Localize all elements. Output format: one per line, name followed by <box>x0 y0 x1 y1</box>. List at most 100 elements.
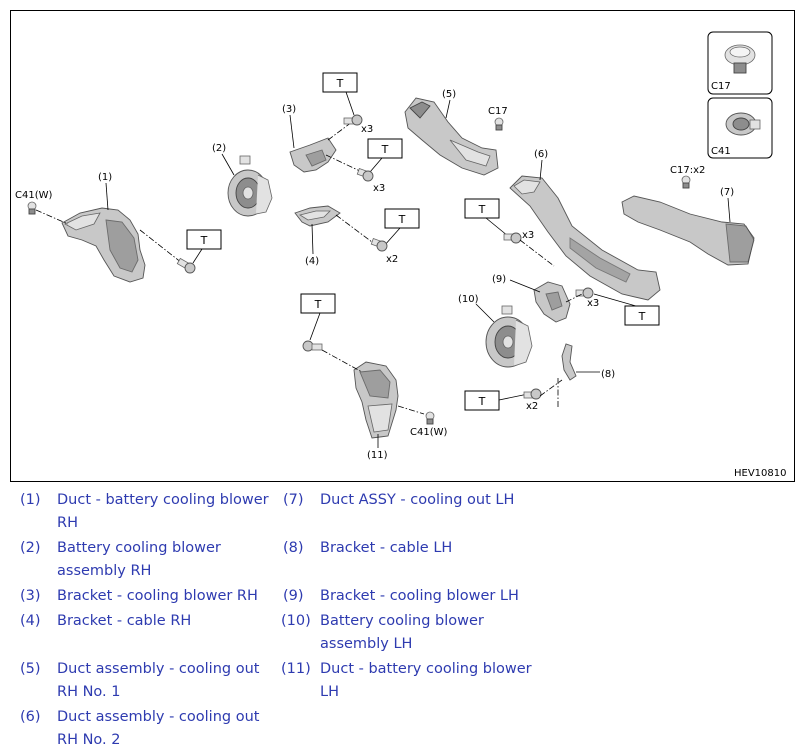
part-3-bracket-blower-rh <box>289 137 337 173</box>
torque-box-8 <box>300 293 336 314</box>
qty-label-3a: x3 <box>361 124 373 135</box>
legend-text: Bracket - cable RH <box>57 613 192 629</box>
diagram-canvas: C17 C41 (1) C41(W) T (2) <box>10 10 795 482</box>
legend-text: Bracket - cable LH <box>320 540 453 556</box>
qty-label-2a: x2 <box>386 254 398 265</box>
torque-box-6 <box>624 305 660 326</box>
torque-box-7 <box>464 390 500 411</box>
clip-label-c41w-left: C41(W) <box>15 190 52 201</box>
part-2-blower-assembly-rh <box>227 155 273 217</box>
callout-4: (4) <box>305 256 319 267</box>
legend-text: Duct ASSY - cooling out LH <box>320 492 515 508</box>
legend-num: (2) <box>20 540 41 556</box>
part-6-duct-cooling-out-rh-2 <box>509 175 661 301</box>
part-4-bracket-cable-rh <box>294 205 341 227</box>
torque-box-2 <box>322 72 358 93</box>
legend-item-7: (7) Duct ASSY - cooling out LH <box>283 489 543 512</box>
bolt-4 <box>370 237 388 252</box>
part-10-blower-assembly-lh <box>485 305 533 368</box>
torque-label-1: T <box>200 234 208 247</box>
inset-c17-label: C17 <box>711 81 731 92</box>
inset-c41-label: C41 <box>711 146 731 157</box>
legend-num: (7) <box>283 492 304 508</box>
clip-c41-left <box>27 201 37 215</box>
part-11-duct-blower-lh <box>353 361 399 439</box>
part-5-duct-cooling-out-rh-1 <box>404 97 499 176</box>
diagram-frame <box>10 10 795 482</box>
qty-label-3d: x3 <box>587 298 599 309</box>
torque-label-3: T <box>381 143 389 156</box>
torque-label-7: T <box>478 395 486 408</box>
qty-label-3b: x3 <box>373 183 385 194</box>
part-8-bracket-cable-lh <box>561 343 577 381</box>
bolt-7 <box>523 388 542 400</box>
callout-9: (9) <box>492 274 506 285</box>
bolt-6 <box>575 287 594 299</box>
legend-num: (8) <box>283 540 304 556</box>
part-1-duct-blower-rh <box>61 207 146 283</box>
exploded-parts-diagram: C17 C41 (1) C41(W) T (2) <box>10 10 795 482</box>
part-9-bracket-blower-lh <box>533 281 571 323</box>
bolt-8 <box>302 340 323 352</box>
legend-text: Bracket - cooling blower RH <box>57 588 258 604</box>
legend-num: (6) <box>20 709 41 725</box>
torque-label-4: T <box>398 213 406 226</box>
figure-id: HEV10810 <box>734 468 787 479</box>
part-7-duct-assy-cooling-out-lh <box>621 195 755 266</box>
torque-label-8: T <box>314 298 322 311</box>
inset-c17-box: C17 <box>707 31 773 95</box>
clip-c17-top <box>494 117 504 131</box>
legend-item-9: (9) Bracket - cooling blower LH <box>283 585 543 608</box>
callout-10: (10) <box>458 294 479 305</box>
bolt-5 <box>503 232 522 244</box>
legend-item-3: (3) Bracket - cooling blower RH <box>20 585 275 608</box>
legend-item-4: (4) Bracket - cable RH <box>20 610 275 633</box>
callout-5: (5) <box>442 89 456 100</box>
clip-label-c17x2: C17:x2 <box>670 165 705 176</box>
legend-text: Bracket - cooling blower LH <box>320 588 519 604</box>
qty-label-3c: x3 <box>522 230 534 241</box>
bolt-1 <box>176 257 196 274</box>
torque-label-5: T <box>478 203 486 216</box>
torque-box-3 <box>367 138 403 159</box>
torque-box-4 <box>384 208 420 229</box>
inset-c41-box: C41 <box>707 97 773 159</box>
torque-label-6: T <box>638 310 646 323</box>
legend-item-8: (8) Bracket - cable LH <box>283 537 543 560</box>
clip-c17-lh <box>681 175 691 189</box>
clip-label-c41w-bottom: C41(W) <box>410 427 447 438</box>
legend-num: (11) <box>281 661 311 677</box>
torque-box-5 <box>464 198 500 219</box>
callout-2: (2) <box>212 143 226 154</box>
callout-8: (8) <box>601 369 615 380</box>
legend-num: (4) <box>20 613 41 629</box>
callout-7: (7) <box>720 187 734 198</box>
bolt-2 <box>343 114 363 126</box>
callout-3: (3) <box>282 104 296 115</box>
clip-c41-bottom <box>425 411 435 425</box>
legend-num: (3) <box>20 588 41 604</box>
callout-1: (1) <box>98 172 112 183</box>
bolt-3 <box>356 167 374 182</box>
qty-label-2b: x2 <box>526 401 538 412</box>
torque-label-2: T <box>336 77 344 90</box>
callout-11: (11) <box>367 450 388 461</box>
callout-6: (6) <box>534 149 548 160</box>
legend-num: (9) <box>283 588 304 604</box>
legend-num: (5) <box>20 661 41 677</box>
clip-label-c17-top: C17 <box>488 106 508 117</box>
torque-box-1 <box>186 229 222 250</box>
